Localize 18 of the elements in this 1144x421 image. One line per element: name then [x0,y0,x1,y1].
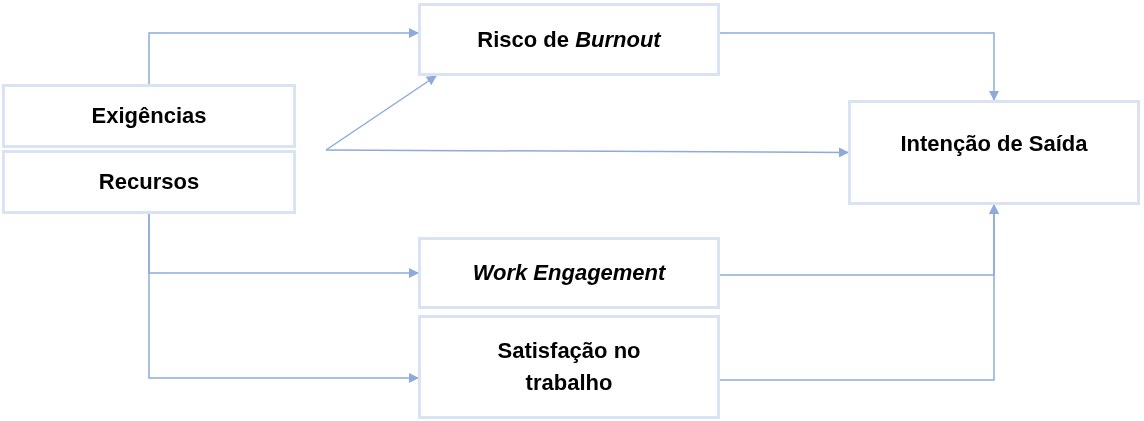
box-label: Intenção de Saída [900,129,1088,158]
process-box [418,237,720,309]
arrow [719,204,999,381]
box-label: Risco de Burnout [477,25,661,54]
process-box [418,3,720,76]
arrow [719,32,999,101]
arrow [325,147,849,158]
arrow [148,28,419,85]
process-box [2,84,296,148]
box-label: Satisfação no trabalho [496,337,642,397]
box-label: Exigências [91,102,207,131]
process-box [848,100,1140,205]
box-label: Recursos [98,168,200,197]
process-box [2,150,296,214]
process-box [418,315,720,419]
arrow [148,213,419,383]
box-label: Work Engagement [472,259,666,288]
arrow [325,75,437,151]
